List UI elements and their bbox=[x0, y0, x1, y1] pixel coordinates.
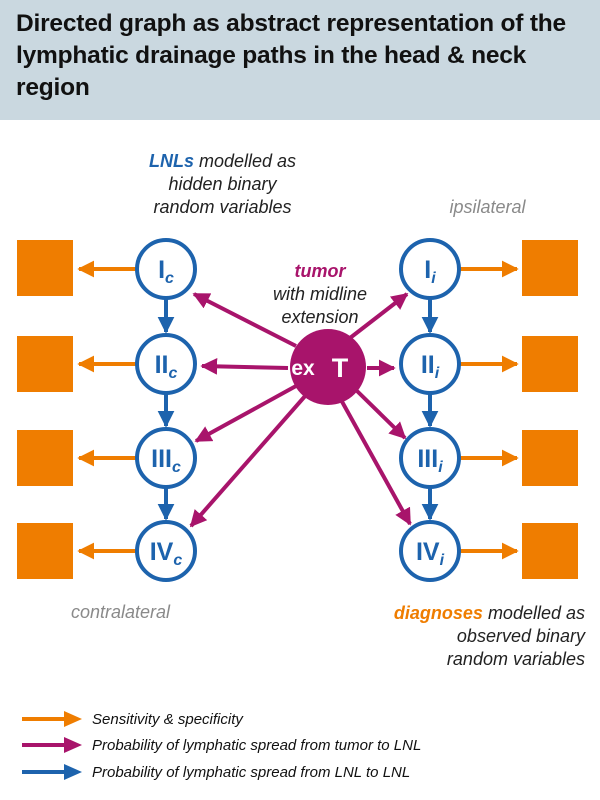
magenta-arrow-c-4 bbox=[189, 393, 308, 528]
diagnosis-square-i-1 bbox=[522, 240, 578, 296]
diagnoses-line3: random variables bbox=[446, 649, 585, 669]
svg-text:IVc: IVc bbox=[150, 538, 183, 569]
lnl-label: II bbox=[155, 351, 169, 379]
magenta-arrow-c-1 bbox=[192, 292, 297, 348]
lnls-line3: random variables bbox=[153, 197, 292, 217]
svg-text:Ii: Ii bbox=[424, 256, 436, 287]
lnl-subscript: c bbox=[173, 552, 182, 569]
lnl-node-c-4: IVc bbox=[135, 520, 197, 582]
page-title: Directed graph as abstract representatio… bbox=[16, 10, 566, 101]
lnl-subscript: i bbox=[435, 365, 440, 382]
lnl-subscript: i bbox=[431, 270, 436, 287]
lnl-node-c-2: IIc bbox=[135, 333, 197, 395]
lnl-label: IV bbox=[416, 538, 440, 566]
magenta-arrow-i-1 bbox=[348, 292, 409, 340]
diagnosis-square-i-2 bbox=[522, 336, 578, 392]
diagnosis-square-i-4 bbox=[522, 523, 578, 579]
diagnosis-square-c-4 bbox=[17, 523, 73, 579]
svg-text:IIIc: IIIc bbox=[151, 445, 181, 476]
tumor-line2: with midline bbox=[272, 284, 368, 304]
lnl-label: II bbox=[421, 351, 435, 379]
tumor-annotation: tumor with midline extension bbox=[245, 260, 395, 329]
lnls-keyword: LNLs bbox=[148, 151, 194, 171]
lnl-node-i-2: IIi bbox=[399, 333, 461, 395]
legend-text: Probability of lymphatic spread from LNL… bbox=[92, 763, 411, 781]
magenta-arrow-c-2 bbox=[200, 357, 289, 375]
lnl-subscript: i bbox=[440, 552, 445, 569]
lnl-label: III bbox=[151, 445, 172, 473]
orange-arrow-icon bbox=[22, 711, 82, 727]
tumor-line3: extension bbox=[281, 307, 359, 327]
svg-text:Ic: Ic bbox=[158, 256, 174, 287]
lnl-label: I bbox=[424, 256, 431, 284]
lnl-subscript: c bbox=[172, 459, 181, 476]
lnl-subscript: c bbox=[169, 365, 178, 382]
diagnosis-square-c-1 bbox=[17, 240, 73, 296]
diagnosis-square-i-3 bbox=[522, 430, 578, 486]
tumor-keyword: tumor bbox=[294, 261, 346, 281]
lnl-label: III bbox=[417, 445, 438, 473]
diagnoses-rest: modelled as bbox=[487, 603, 585, 623]
lnls-rest: modelled as bbox=[198, 151, 297, 171]
tumor-node: ex T bbox=[290, 329, 366, 405]
lnls-annotation: LNLs modelled as hidden binary random va… bbox=[110, 150, 335, 219]
lnl-label: I bbox=[158, 256, 165, 284]
legend-text: Probability of lymphatic spread from tum… bbox=[92, 736, 422, 754]
diagnosis-square-c-3 bbox=[17, 430, 73, 486]
ipsilateral-label: ipsilateral bbox=[449, 197, 526, 217]
lnl-node-i-3: IIIi bbox=[399, 427, 461, 489]
tumor-ex-label: ex bbox=[291, 357, 315, 380]
diagnoses-keyword: diagnoses bbox=[393, 603, 483, 623]
contralateral-label: contralateral bbox=[70, 602, 171, 622]
blue-arrow-icon bbox=[22, 764, 82, 780]
header-band: Directed graph as abstract representatio… bbox=[0, 0, 600, 120]
lnl-node-i-4: IVi bbox=[399, 520, 461, 582]
lnls-line2: hidden binary bbox=[168, 174, 277, 194]
svg-text:IIIi: IIIi bbox=[417, 445, 443, 476]
svg-text:IVi: IVi bbox=[416, 538, 445, 569]
magenta-arrow-i-4 bbox=[338, 397, 412, 526]
diagnosis-square-c-2 bbox=[17, 336, 73, 392]
lnl-node-c-1: Ic bbox=[135, 238, 197, 300]
svg-text:IIi: IIi bbox=[421, 351, 440, 382]
tumor-t-label: T bbox=[332, 353, 349, 383]
magenta-arrow-i-3 bbox=[354, 388, 407, 440]
diagnoses-annotation: diagnoses modelled as observed binary ra… bbox=[355, 602, 585, 671]
legend-item-orange: Sensitivity & specificity bbox=[20, 707, 243, 731]
legend-item-blue: Probability of lymphatic spread from LNL… bbox=[20, 760, 410, 784]
legend-text: Sensitivity & specificity bbox=[92, 710, 243, 728]
diagnoses-line2: observed binary bbox=[456, 626, 585, 646]
legend-item-magenta: Probability of lymphatic spread from tum… bbox=[20, 733, 421, 757]
lnl-node-i-1: Ii bbox=[399, 238, 461, 300]
lnl-subscript: i bbox=[438, 459, 443, 476]
lnl-subscript: c bbox=[165, 270, 174, 287]
magenta-arrow-c-3 bbox=[194, 384, 297, 443]
lnl-label: IV bbox=[150, 538, 174, 566]
magenta-arrow-icon bbox=[22, 737, 82, 753]
svg-text:IIc: IIc bbox=[155, 351, 178, 382]
lnl-node-c-3: IIIc bbox=[135, 427, 197, 489]
